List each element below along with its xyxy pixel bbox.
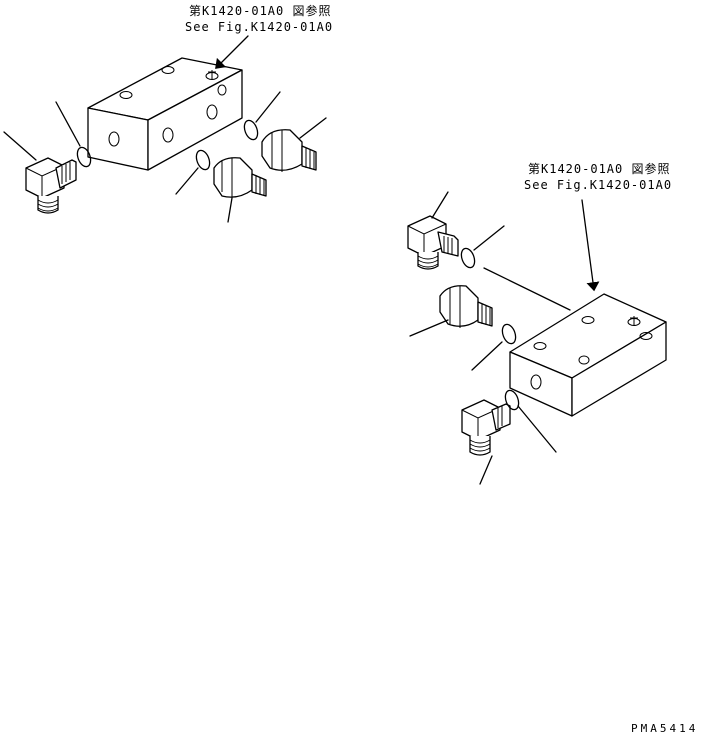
right-elbow-fitting-b [461, 399, 511, 456]
drawing-number: PMA5414 [631, 722, 699, 735]
left-elbow-fitting [25, 157, 77, 214]
ref-left-jp: 第K1420-01A0 図参照 [189, 4, 332, 18]
ref-right-en: See Fig.K1420-01A0 [524, 178, 673, 192]
left-manifold-block [87, 57, 243, 171]
left-connector-a [213, 157, 267, 198]
left-connector-b [261, 129, 317, 172]
right-elbow-fitting-a [407, 215, 459, 270]
ref-right-jp: 第K1420-01A0 図参照 [528, 162, 671, 176]
ref-left-en: See Fig.K1420-01A0 [185, 20, 334, 34]
right-manifold-block [509, 293, 667, 417]
right-connector [439, 285, 493, 328]
